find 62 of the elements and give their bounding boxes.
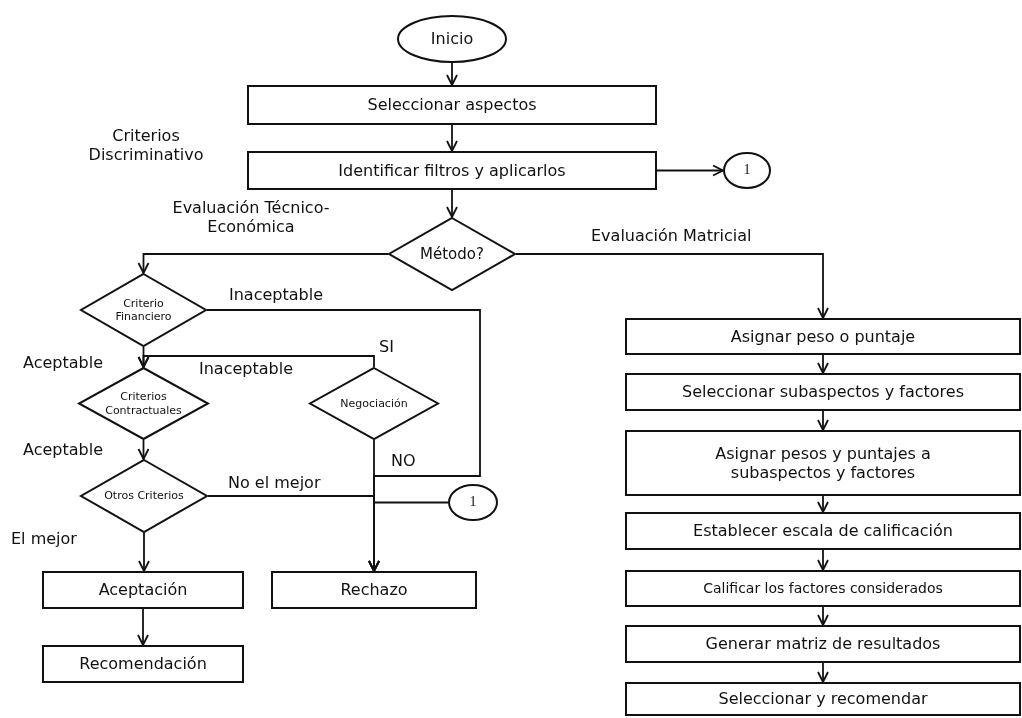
process-box bbox=[625, 682, 1021, 716]
arrow bbox=[656, 164, 724, 177]
node-text: Seleccionar aspectos bbox=[367, 95, 537, 115]
decision-diamond bbox=[80, 459, 208, 533]
edge-label: No el mejor bbox=[227, 473, 322, 493]
terminator-ellipse bbox=[448, 484, 498, 521]
node-text: 1 bbox=[743, 162, 751, 179]
node-text: Establecer escala de calificación bbox=[693, 521, 953, 541]
node-text: Seleccionar y recomendar bbox=[718, 689, 928, 709]
node-text: Método? bbox=[420, 245, 484, 263]
node-text: Rechazo bbox=[340, 580, 408, 600]
arrow bbox=[137, 253, 389, 274]
arrow bbox=[817, 662, 829, 683]
arrow bbox=[817, 549, 829, 571]
node-text: Identificar filtros y aplicarlos bbox=[338, 160, 566, 181]
process-box bbox=[625, 373, 1021, 411]
process-box bbox=[625, 625, 1021, 663]
node-text: Recomendación bbox=[79, 654, 207, 674]
node-text: Seleccionar subaspectos y factores bbox=[681, 382, 964, 402]
arrow bbox=[515, 253, 829, 319]
arrow bbox=[368, 501, 449, 572]
node-text: Calificar los factores considerados bbox=[703, 580, 943, 597]
edge-label: Aceptable bbox=[22, 440, 104, 460]
node-text: Otros Criterios bbox=[104, 489, 184, 503]
process-box bbox=[247, 85, 657, 125]
decision-diamond bbox=[80, 273, 207, 347]
decision-diamond bbox=[388, 217, 516, 291]
node-text: Negociación bbox=[340, 396, 408, 411]
arrow bbox=[817, 606, 829, 626]
terminator-ellipse bbox=[723, 152, 771, 189]
arrow bbox=[446, 124, 458, 152]
arrow bbox=[137, 608, 149, 646]
node-text: 1 bbox=[469, 494, 477, 511]
node-text: Aceptación bbox=[98, 580, 188, 600]
arrow bbox=[446, 62, 458, 86]
arrow bbox=[817, 495, 829, 513]
annotation-text: Inaceptable bbox=[198, 359, 294, 379]
process-box bbox=[625, 430, 1021, 496]
node-text: Criterios Contractuales bbox=[104, 390, 183, 417]
process-box bbox=[625, 512, 1021, 550]
edge-label: Inaceptable bbox=[228, 285, 324, 305]
arrow bbox=[137, 355, 375, 368]
edge-label: El mejor bbox=[10, 529, 78, 549]
process-box bbox=[271, 571, 477, 609]
node-text: Inicio bbox=[430, 29, 474, 49]
process-box bbox=[625, 318, 1021, 355]
decision-diamond bbox=[309, 367, 439, 440]
arrow bbox=[817, 354, 829, 374]
process-box bbox=[42, 571, 244, 609]
node-text: Criterio Financiero bbox=[114, 296, 173, 324]
process-box bbox=[247, 151, 657, 190]
edge-label: Aceptable bbox=[22, 353, 104, 373]
arrow bbox=[137, 439, 150, 460]
terminator-ellipse bbox=[397, 15, 507, 63]
arrow bbox=[138, 532, 150, 572]
node-text: Asignar peso o puntaje bbox=[730, 326, 916, 347]
process-box bbox=[625, 570, 1021, 607]
node-text: Asignar pesos y puntajes a subaspectos y factores bbox=[714, 443, 932, 483]
arrow bbox=[817, 410, 829, 431]
node-text: Generar matriz de resultados bbox=[705, 634, 941, 654]
arrow bbox=[446, 189, 458, 218]
process-box bbox=[42, 645, 244, 683]
